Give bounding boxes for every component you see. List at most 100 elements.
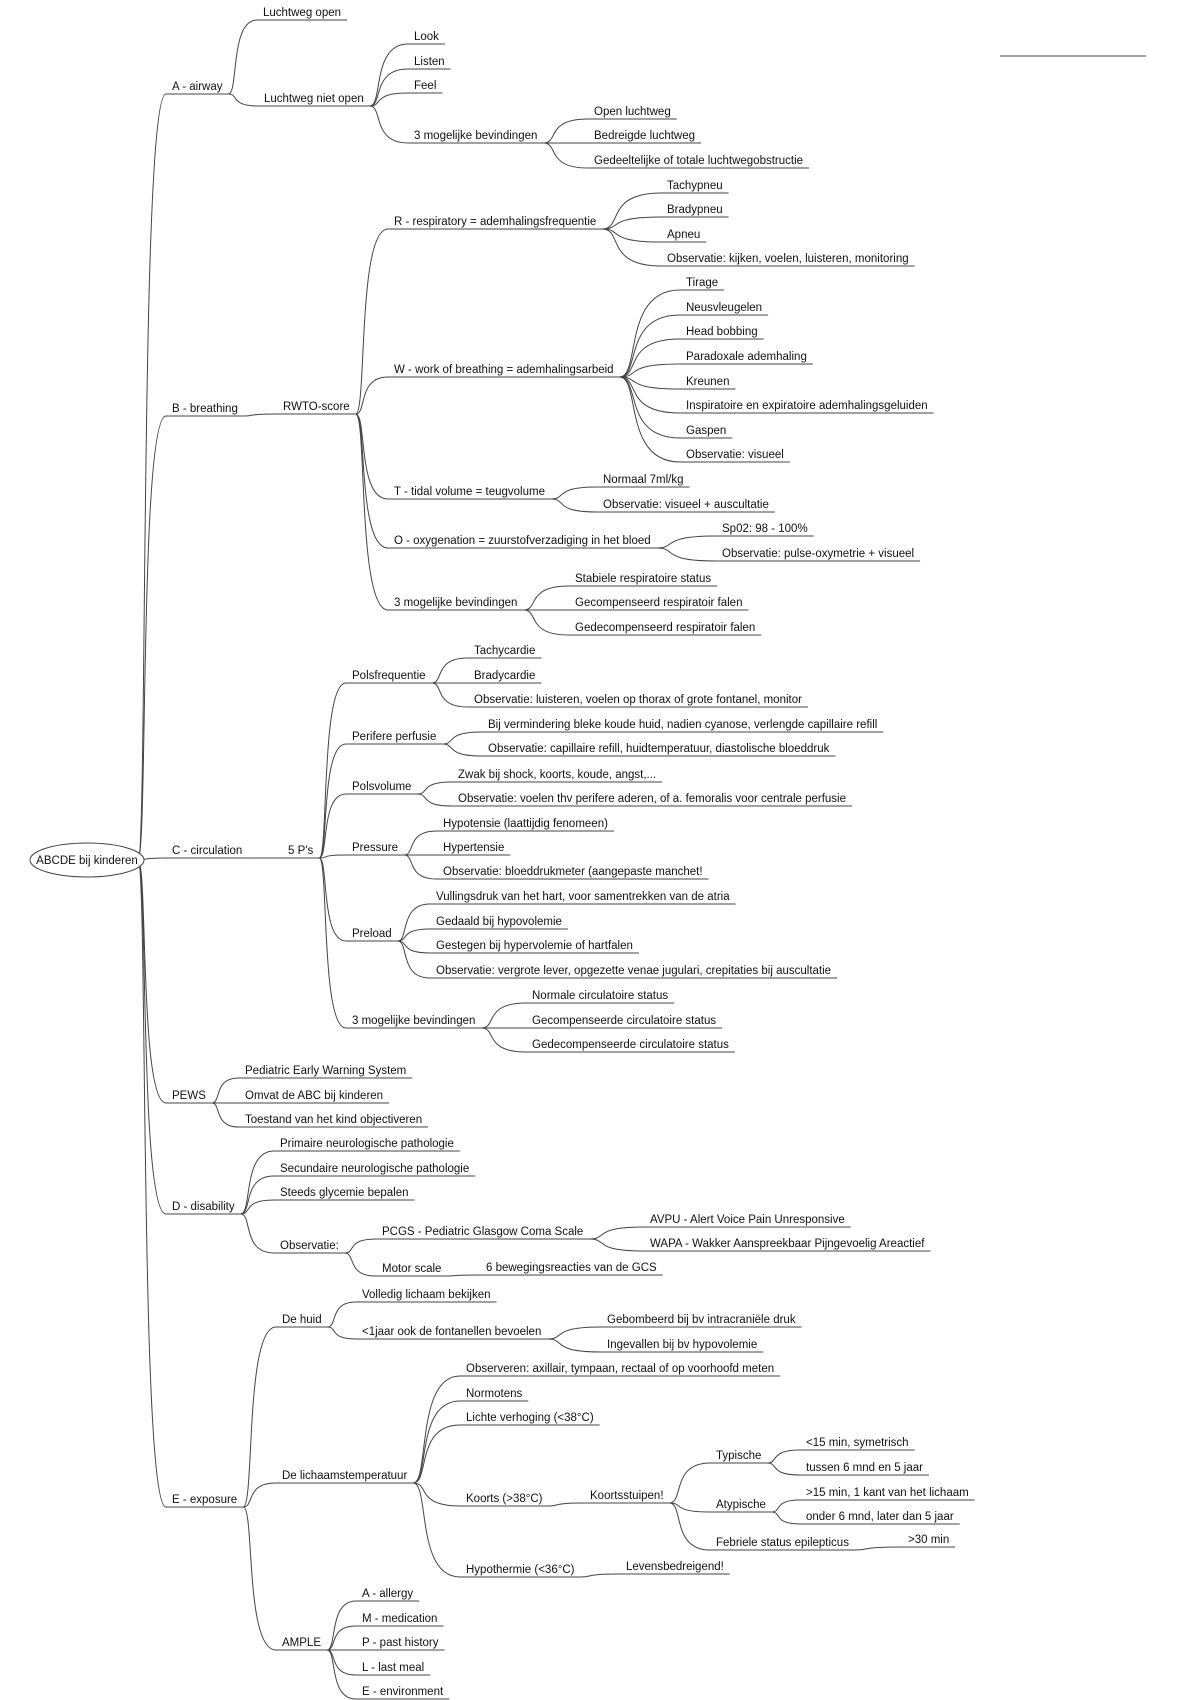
node-tachycardie: Tachycardie [474,645,535,657]
node-a-allergy: A - allergy [362,1588,413,1600]
edge-rwto-to-w-work [355,376,389,415]
node-luchtweg-open: Luchtweg open [263,7,341,19]
edge-a-3mog-to-gedeeltelijke [543,142,589,169]
node-disability: D - disability [172,1201,235,1213]
edge-luchtweg-niet-open-to-look [369,43,409,107]
node-gt15: >15 min, 1 kant van het lichaam [806,1487,969,1499]
node-onder: onder 6 mnd, later dan 5 jaar [806,1511,954,1523]
edge-lichaamstemp-to-normotens [413,1400,461,1484]
node-luchtweg-niet-open: Luchtweg niet open [264,93,364,105]
edge-de-huid-to-volledig [327,1301,357,1328]
node-pf-obs: Observatie: luisteren, voelen op thorax … [474,694,802,706]
edge-exposure-to-de-huid [242,1326,277,1508]
edge-luchtweg-niet-open-to-feel [369,92,409,107]
edge-pgcs-to-avpu [589,1226,645,1240]
edge-koortsstuipen-to-atypische [669,1502,711,1513]
node-koorts: Koorts (>38°C) [466,1493,543,1505]
edge-disability-to-steeds [240,1199,275,1215]
node-five-ps: 5 P's [288,845,313,857]
edge-w-work-to-head-bobbing [619,338,681,378]
edge-febriele-to-gt30 [854,1546,903,1551]
node-febriele: Febriele status epilepticus [716,1537,849,1549]
edge-ample-to-m-medication [326,1625,357,1651]
node-a-3mog: 3 mogelijke bevindingen [414,130,537,142]
node-l-last: L - last meal [362,1662,424,1674]
edge-r-resp-to-apneu [602,228,662,243]
node-pews: PEWS [172,1090,206,1102]
edge-disability-to-d-obs [240,1213,275,1254]
node-levensbedr: Levensbedreigend! [626,1561,724,1573]
edge-exposure-to-lichaamstemp [243,1482,277,1508]
node-normale-circ: Normale circulatoire status [532,990,668,1002]
edge-airway-to-luchtweg-niet-open [228,93,259,107]
node-ample: AMPLE [282,1637,321,1649]
node-ingevallen: Ingevallen bij bv hypovolemie [607,1339,757,1351]
node-avpu: AVPU - Alert Voice Pain Unresponsive [650,1214,845,1226]
node-neusvleugelen: Neusvleugelen [686,302,762,314]
edge-five-ps-to-perifere [318,743,347,859]
node-gecomp-resp: Gecompenseerd respiratoir falen [575,597,742,609]
edge-root-to-exposure [137,859,167,1508]
edge-w-work-to-neusvleugelen [619,314,681,378]
node-bij-verm: Bij vermindering bleke koude huid, nadie… [488,719,877,731]
edge-exposure-to-ample [242,1506,277,1651]
edge-c-3mog-to-gedecomp-circ [481,1027,527,1053]
node-polsvolume: Polsvolume [352,781,411,793]
edge-koorts-to-koortsstuipen [548,1502,585,1507]
node-w-work: W - work of breathing = ademhalingsarbei… [394,364,614,376]
edge-polsvolume-to-pv-obs [417,793,453,807]
node-exposure: E - exposure [172,1494,237,1506]
node-inspiratoire: Inspiratoire en expiratoire ademhalingsg… [686,400,928,412]
node-volledig: Volledig lichaam bekijken [362,1289,491,1301]
edge-atypische-to-onder [771,1511,801,1525]
node-vullingsdruk: Vullingsdruk van het hart, voor samentre… [436,891,730,903]
node-paradoxale: Paradoxale ademhaling [686,351,807,363]
node-gestegen: Gestegen bij hypervolemie of hartfalen [436,940,633,952]
edge-polsvolume-to-zwak [417,781,453,795]
edge-pgcs-to-wapa [589,1238,645,1252]
node-secundaire: Secundaire neurologische pathologie [280,1163,469,1175]
edge-root-to-airway [137,93,167,861]
node-zes-bew: 6 bewegingsreacties van de GCS [486,1262,657,1274]
node-gedecomp-circ: Gedecompenseerde circulatoire status [532,1039,729,1051]
node-pr-obs: Observatie: bloeddrukmeter (aangepaste m… [443,866,703,878]
edge-five-ps-to-pressure [319,854,347,859]
edge-b-3mog-to-gedecomp-resp [523,609,570,636]
node-koortsstuipen: Koortsstuipen! [590,1490,664,1502]
edge-luchtweg-niet-open-to-a-3mog [369,105,409,144]
edge-lichaamstemp-to-hypothermie [413,1482,461,1578]
edge-root-to-disability [137,859,167,1215]
edge-d-obs-to-pgcs [344,1238,377,1254]
node-d-obs: Observatie: [280,1240,339,1252]
edge-koortsstuipen-to-febriele [669,1502,711,1551]
edge-five-ps-to-polsfreq [318,682,347,859]
node-pressure: Pressure [352,842,398,854]
node-listen: Listen [414,56,445,68]
node-bedreigde-luchtweg: Bedreigde luchtweg [594,130,695,142]
node-pgcs: PCGS - Pediatric Glasgow Coma Scale [382,1226,583,1238]
edge-a-3mog-to-open-luchtweg [543,118,589,144]
node-o-obs: Observatie: pulse-oxymetrie + visueel [722,548,914,560]
node-typische: Typische [716,1450,761,1462]
edge-o-oxy-to-o-obs [656,547,717,562]
node-breathing: B - breathing [172,403,238,415]
edge-pews-to-pews-1 [211,1077,240,1104]
node-lt15: <15 min, symetrisch [806,1437,909,1449]
node-kreunen: Kreunen [686,376,729,388]
edge-hypothermie-to-levensbedr [580,1573,621,1578]
node-steeds: Steeds glycemie bepalen [280,1187,409,1199]
node-c-3mog: 3 mogelijke bevindingen [352,1015,475,1027]
node-normotens: Normotens [466,1388,522,1400]
node-pews-3: Toestand van het kind objectiveren [245,1114,422,1126]
edge-disability-to-primaire [240,1150,275,1215]
edge-preload-to-pl-obs [397,940,431,979]
node-head-bobbing: Head bobbing [686,326,758,338]
edge-typische-to-lt15 [767,1449,801,1464]
edge-t-tidal-to-normaal [550,486,598,500]
node-polsfreq: Polsfrequentie [352,670,426,682]
node-bradycardie: Bradycardie [474,670,535,682]
node-o-oxy: O - oxygenation = zuurstofverzadiging in… [394,535,651,547]
connector-lines [137,19,975,1700]
edge-lichaamstemp-to-lichte [413,1424,461,1484]
